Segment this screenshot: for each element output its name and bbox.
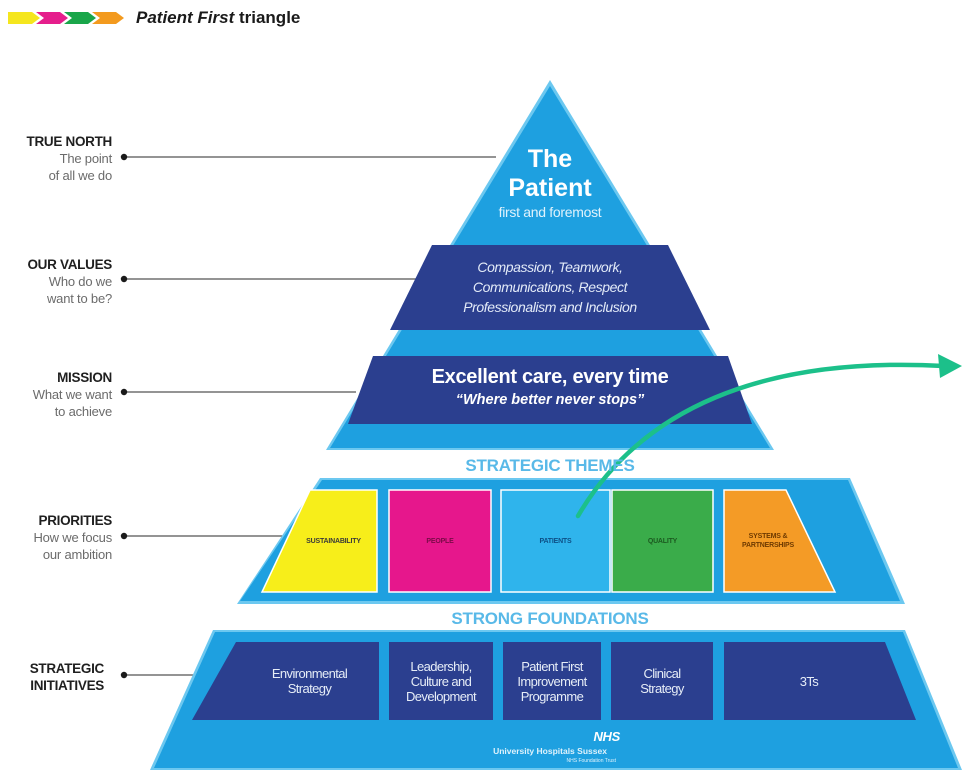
values-line: Professionalism and Inclusion: [463, 299, 637, 315]
label-heading: TRUE NORTH: [26, 134, 113, 149]
theme-label-patients: PATIENTS: [539, 537, 572, 545]
initiative-box-5: [724, 642, 916, 720]
theme-label-quality: QUALITY: [647, 537, 678, 545]
label-heading: OUR VALUES: [27, 257, 112, 272]
mission-text: Excellent care, every time “Where better…: [380, 364, 720, 410]
theme-box-quality: [611, 489, 714, 593]
magenta-chevron-icon: [36, 12, 68, 24]
mission-tagline: “Where better never stops”: [455, 392, 645, 408]
theme-label-systems: SYSTEMS & PARTNERSHIPS: [742, 533, 794, 549]
nhs-logo: NHS: [593, 729, 620, 744]
dot-initiatives: [120, 671, 128, 679]
initiative-line: Improvement: [517, 673, 587, 689]
left-label-values: OUR VALUES Who do we want to be?: [0, 256, 112, 307]
label-sub: of all we do: [48, 168, 113, 183]
nhs-trust-subtitle: NHS Foundation Trust: [566, 758, 616, 764]
initiative-box-2: [389, 642, 493, 720]
initiative-line: Culture and: [410, 673, 472, 689]
left-label-mission: MISSION What we want to achieve: [0, 369, 113, 420]
label-sub: want to be?: [46, 291, 112, 306]
dot-true-north: [120, 153, 128, 161]
theme-box-sustainability: [260, 489, 378, 593]
connector-dots: [120, 153, 128, 679]
initiative-line: Development: [406, 688, 477, 704]
label-heading: MISSION: [57, 370, 112, 385]
apex-line-3: first and foremost: [498, 204, 602, 220]
initiative-line: Clinical: [643, 666, 681, 681]
theme-box-people: [388, 489, 492, 593]
yellow-chevron-icon: [8, 12, 40, 24]
initiative-box-1: [192, 642, 379, 720]
strategic-themes-heading: STRATEGIC THEMES: [465, 456, 635, 475]
green-arrow-shaft: [575, 362, 947, 519]
title-italic: Patient First: [136, 8, 235, 27]
values-line: Communications, Respect: [472, 279, 628, 295]
orange-chevron-icon: [92, 12, 124, 24]
label-sub: Who do we: [48, 274, 112, 289]
initiative-box-4: [611, 642, 713, 720]
label-heading: PRIORITIES: [38, 513, 112, 528]
label-heading: STRATEGIC: [29, 661, 105, 676]
left-label-true-north: TRUE NORTH The point of all we do: [0, 133, 113, 184]
header: Patient First triangle: [8, 6, 300, 30]
theme-label-people: PEOPLE: [426, 537, 454, 545]
initiative-line: 3Ts: [799, 673, 819, 689]
theme-label-sustainability: SUSTAINABILITY: [306, 537, 361, 545]
dot-priorities: [120, 532, 128, 540]
theme-box-systems: [723, 489, 837, 593]
connector-lines: [124, 156, 496, 676]
nhs-logo-block: NHS University Hospitals Sussex NHS Foun…: [470, 728, 630, 765]
initiative-line: Programme: [520, 688, 584, 704]
chevron-icon-strip: [8, 12, 124, 24]
theme-box-patients: [500, 489, 611, 593]
label-sub: our ambition: [42, 547, 112, 562]
left-label-priorities: PRIORITIES How we focus our ambition: [0, 512, 112, 563]
nhs-trust-name: University Hospitals Sussex: [493, 746, 607, 756]
initiative-line: Environmental: [271, 666, 348, 681]
apex-line-2: Patient: [508, 174, 592, 202]
green-arrow-head-icon: [938, 354, 962, 378]
initiative-line: Leadership,: [410, 658, 472, 674]
page-title: Patient First triangle: [136, 8, 300, 28]
values-band: [390, 245, 710, 330]
dot-values: [120, 275, 128, 283]
initiative-line: Patient First: [521, 658, 583, 674]
apex-text: The Patient first and foremost: [470, 145, 630, 221]
strong-foundations-heading: STRONG FOUNDATIONS: [451, 609, 649, 628]
label-sub: How we focus: [33, 530, 112, 545]
values-line: Compassion, Teamwork,: [477, 259, 623, 275]
mission-band: [348, 356, 752, 424]
initiative-label-5: 3Ts: [724, 642, 894, 720]
left-label-initiatives: STRATEGIC INITIATIVES: [0, 660, 105, 694]
apex-line-1: The: [527, 145, 573, 173]
dot-mission: [120, 388, 128, 396]
mission-title: Excellent care, every time: [431, 366, 669, 388]
label-sub: The point: [59, 151, 113, 166]
green-chevron-icon: [64, 12, 96, 24]
title-rest: triangle: [234, 8, 301, 27]
label-sub: to achieve: [54, 404, 112, 419]
values-text: Compassion, Teamwork, Communications, Re…: [430, 257, 670, 317]
initiative-line: Strategy: [640, 681, 684, 696]
initiative-box-3: [503, 642, 601, 720]
initiative-line: Strategy: [287, 681, 332, 696]
label-heading: INITIATIVES: [30, 678, 104, 693]
label-sub: What we want: [32, 387, 112, 402]
